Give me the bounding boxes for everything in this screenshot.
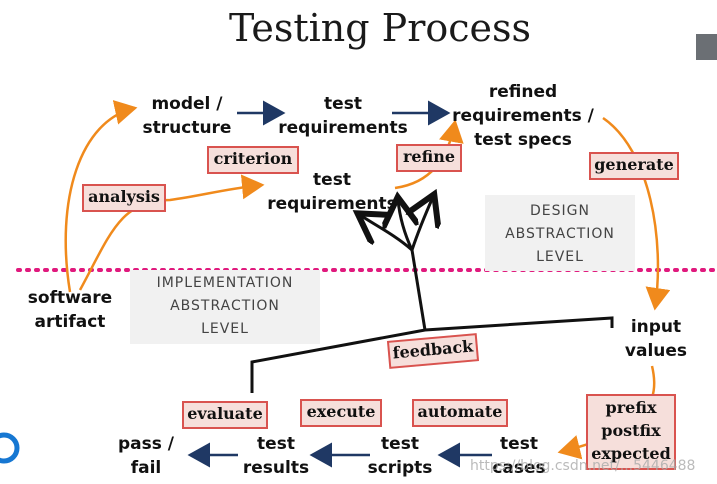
- step-criterion: criterion: [207, 146, 299, 174]
- feedback-stem: [410, 249, 427, 331]
- node-input-values: input values: [624, 317, 688, 361]
- arrow-software-to-model: [64, 100, 138, 293]
- step-evaluate: evaluate: [182, 401, 268, 429]
- node-test-requirements-top: test requirements: [278, 94, 408, 138]
- node-refined-requirements: refined requirements / test specs: [452, 82, 594, 150]
- node-test-scripts: test scripts: [367, 434, 433, 478]
- feedback-branch-mid: [398, 200, 412, 251]
- step-automate: automate: [412, 399, 508, 427]
- step-execute: execute: [300, 399, 382, 427]
- implementation-level-label: IMPLEMENTATION ABSTRACTION LEVEL: [156, 275, 294, 337]
- implementation-level-panel: [130, 270, 320, 344]
- step-prefix-postfix-expected: prefix postfix expected: [586, 394, 676, 470]
- logo-fragment-icon: [0, 432, 20, 464]
- feedback-branch-right: [412, 197, 433, 251]
- feedback-branch-left: [360, 215, 413, 252]
- step-generate: generate: [589, 152, 679, 180]
- node-test-cases: test cases: [492, 434, 546, 478]
- node-model-structure: model / structure: [142, 94, 232, 138]
- corner-icon: [696, 34, 717, 60]
- node-pass-fail: pass / fail: [117, 434, 174, 478]
- arrow-generate: [602, 116, 671, 311]
- watermark: https://blog.csdn.net/...5446488: [470, 458, 696, 474]
- step-analysis: analysis: [82, 184, 166, 212]
- node-test-requirements-mid: test requirements: [267, 170, 397, 214]
- diagram-title: Testing Process: [228, 6, 532, 50]
- design-level-label: DESIGN ABSTRACTION LEVEL: [505, 203, 615, 265]
- node-software-artifact: software artifact: [27, 288, 113, 332]
- design-level-panel: [485, 195, 635, 271]
- node-test-results: test results: [242, 434, 310, 478]
- step-refine: refine: [396, 144, 462, 172]
